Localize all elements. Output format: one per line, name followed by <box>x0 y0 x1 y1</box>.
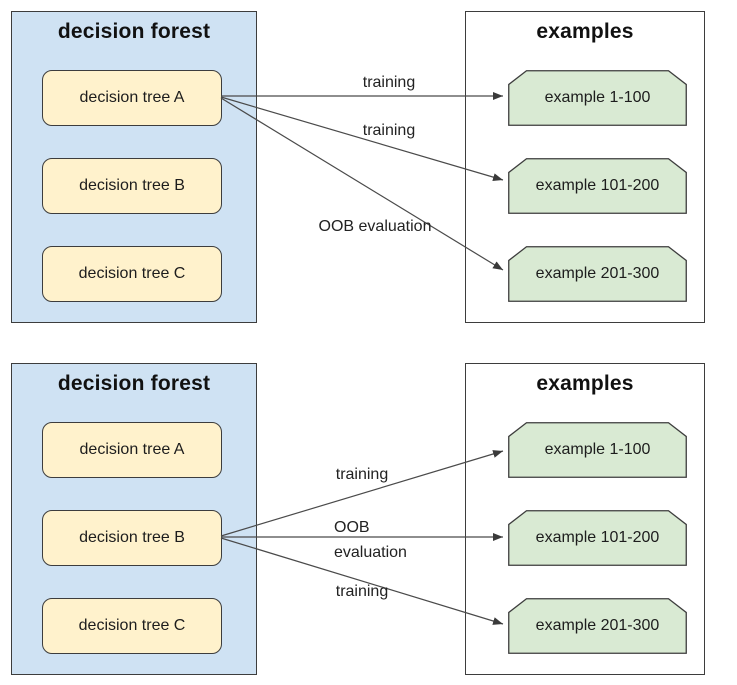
forest-title: decision forest <box>57 20 211 43</box>
beveled-card-shape <box>508 158 687 214</box>
node-example-201-300: example 201-300 <box>508 246 687 302</box>
beveled-card-shape <box>508 510 687 566</box>
node-label: example 1-100 <box>544 441 651 458</box>
arrow-label-training-2: training <box>335 583 389 600</box>
node-example-201-300: example 201-300 <box>508 598 687 654</box>
node-example-1-100: example 1-100 <box>508 70 687 126</box>
decision-forest-container: decision forest decision tree A decision… <box>11 11 257 323</box>
examples-container: examples example 1-100 example 101-200 e… <box>465 11 705 323</box>
node-label: decision tree A <box>79 441 185 458</box>
node-label: decision tree B <box>79 529 185 546</box>
node-example-101-200: example 101-200 <box>508 158 687 214</box>
examples-container: examples example 1-100 example 101-200 e… <box>465 363 705 675</box>
forest-title: decision forest <box>57 372 211 395</box>
arrow-label-training-1: training <box>362 74 416 91</box>
beveled-card-shape <box>508 422 687 478</box>
node-label: example 1-100 <box>544 89 651 106</box>
panel-tree-b: decision forest decision tree A decision… <box>0 363 737 675</box>
beveled-card-shape <box>508 246 687 302</box>
node-label: example 101-200 <box>535 529 660 546</box>
node-decision-tree-c: decision tree C <box>42 246 222 302</box>
node-label: decision tree C <box>78 265 186 282</box>
node-example-101-200: example 101-200 <box>508 510 687 566</box>
arrow-label-training-1: training <box>335 466 389 483</box>
beveled-card-shape <box>508 598 687 654</box>
node-decision-tree-a: decision tree A <box>42 70 222 126</box>
decision-forest-container: decision forest decision tree A decision… <box>11 363 257 675</box>
node-decision-tree-c: decision tree C <box>42 598 222 654</box>
node-decision-tree-b: decision tree B <box>42 510 222 566</box>
node-label: decision tree A <box>79 89 185 106</box>
node-label: example 101-200 <box>535 177 660 194</box>
node-example-1-100: example 1-100 <box>508 422 687 478</box>
beveled-card-shape <box>508 70 687 126</box>
node-label: decision tree B <box>79 177 185 194</box>
examples-title: examples <box>536 20 634 43</box>
node-label: example 201-300 <box>535 617 660 634</box>
arrow-label-oob-evaluation: OOB evaluation <box>318 218 432 235</box>
examples-title: examples <box>536 372 634 395</box>
arrow-label-training-2: training <box>362 122 416 139</box>
node-label: decision tree C <box>78 617 186 634</box>
node-label: example 201-300 <box>535 265 660 282</box>
panel-tree-a: decision forest decision tree A decision… <box>0 11 737 323</box>
node-decision-tree-a: decision tree A <box>42 422 222 478</box>
arrow-label-oob-evaluation: OOB evaluation <box>334 519 407 561</box>
node-decision-tree-b: decision tree B <box>42 158 222 214</box>
